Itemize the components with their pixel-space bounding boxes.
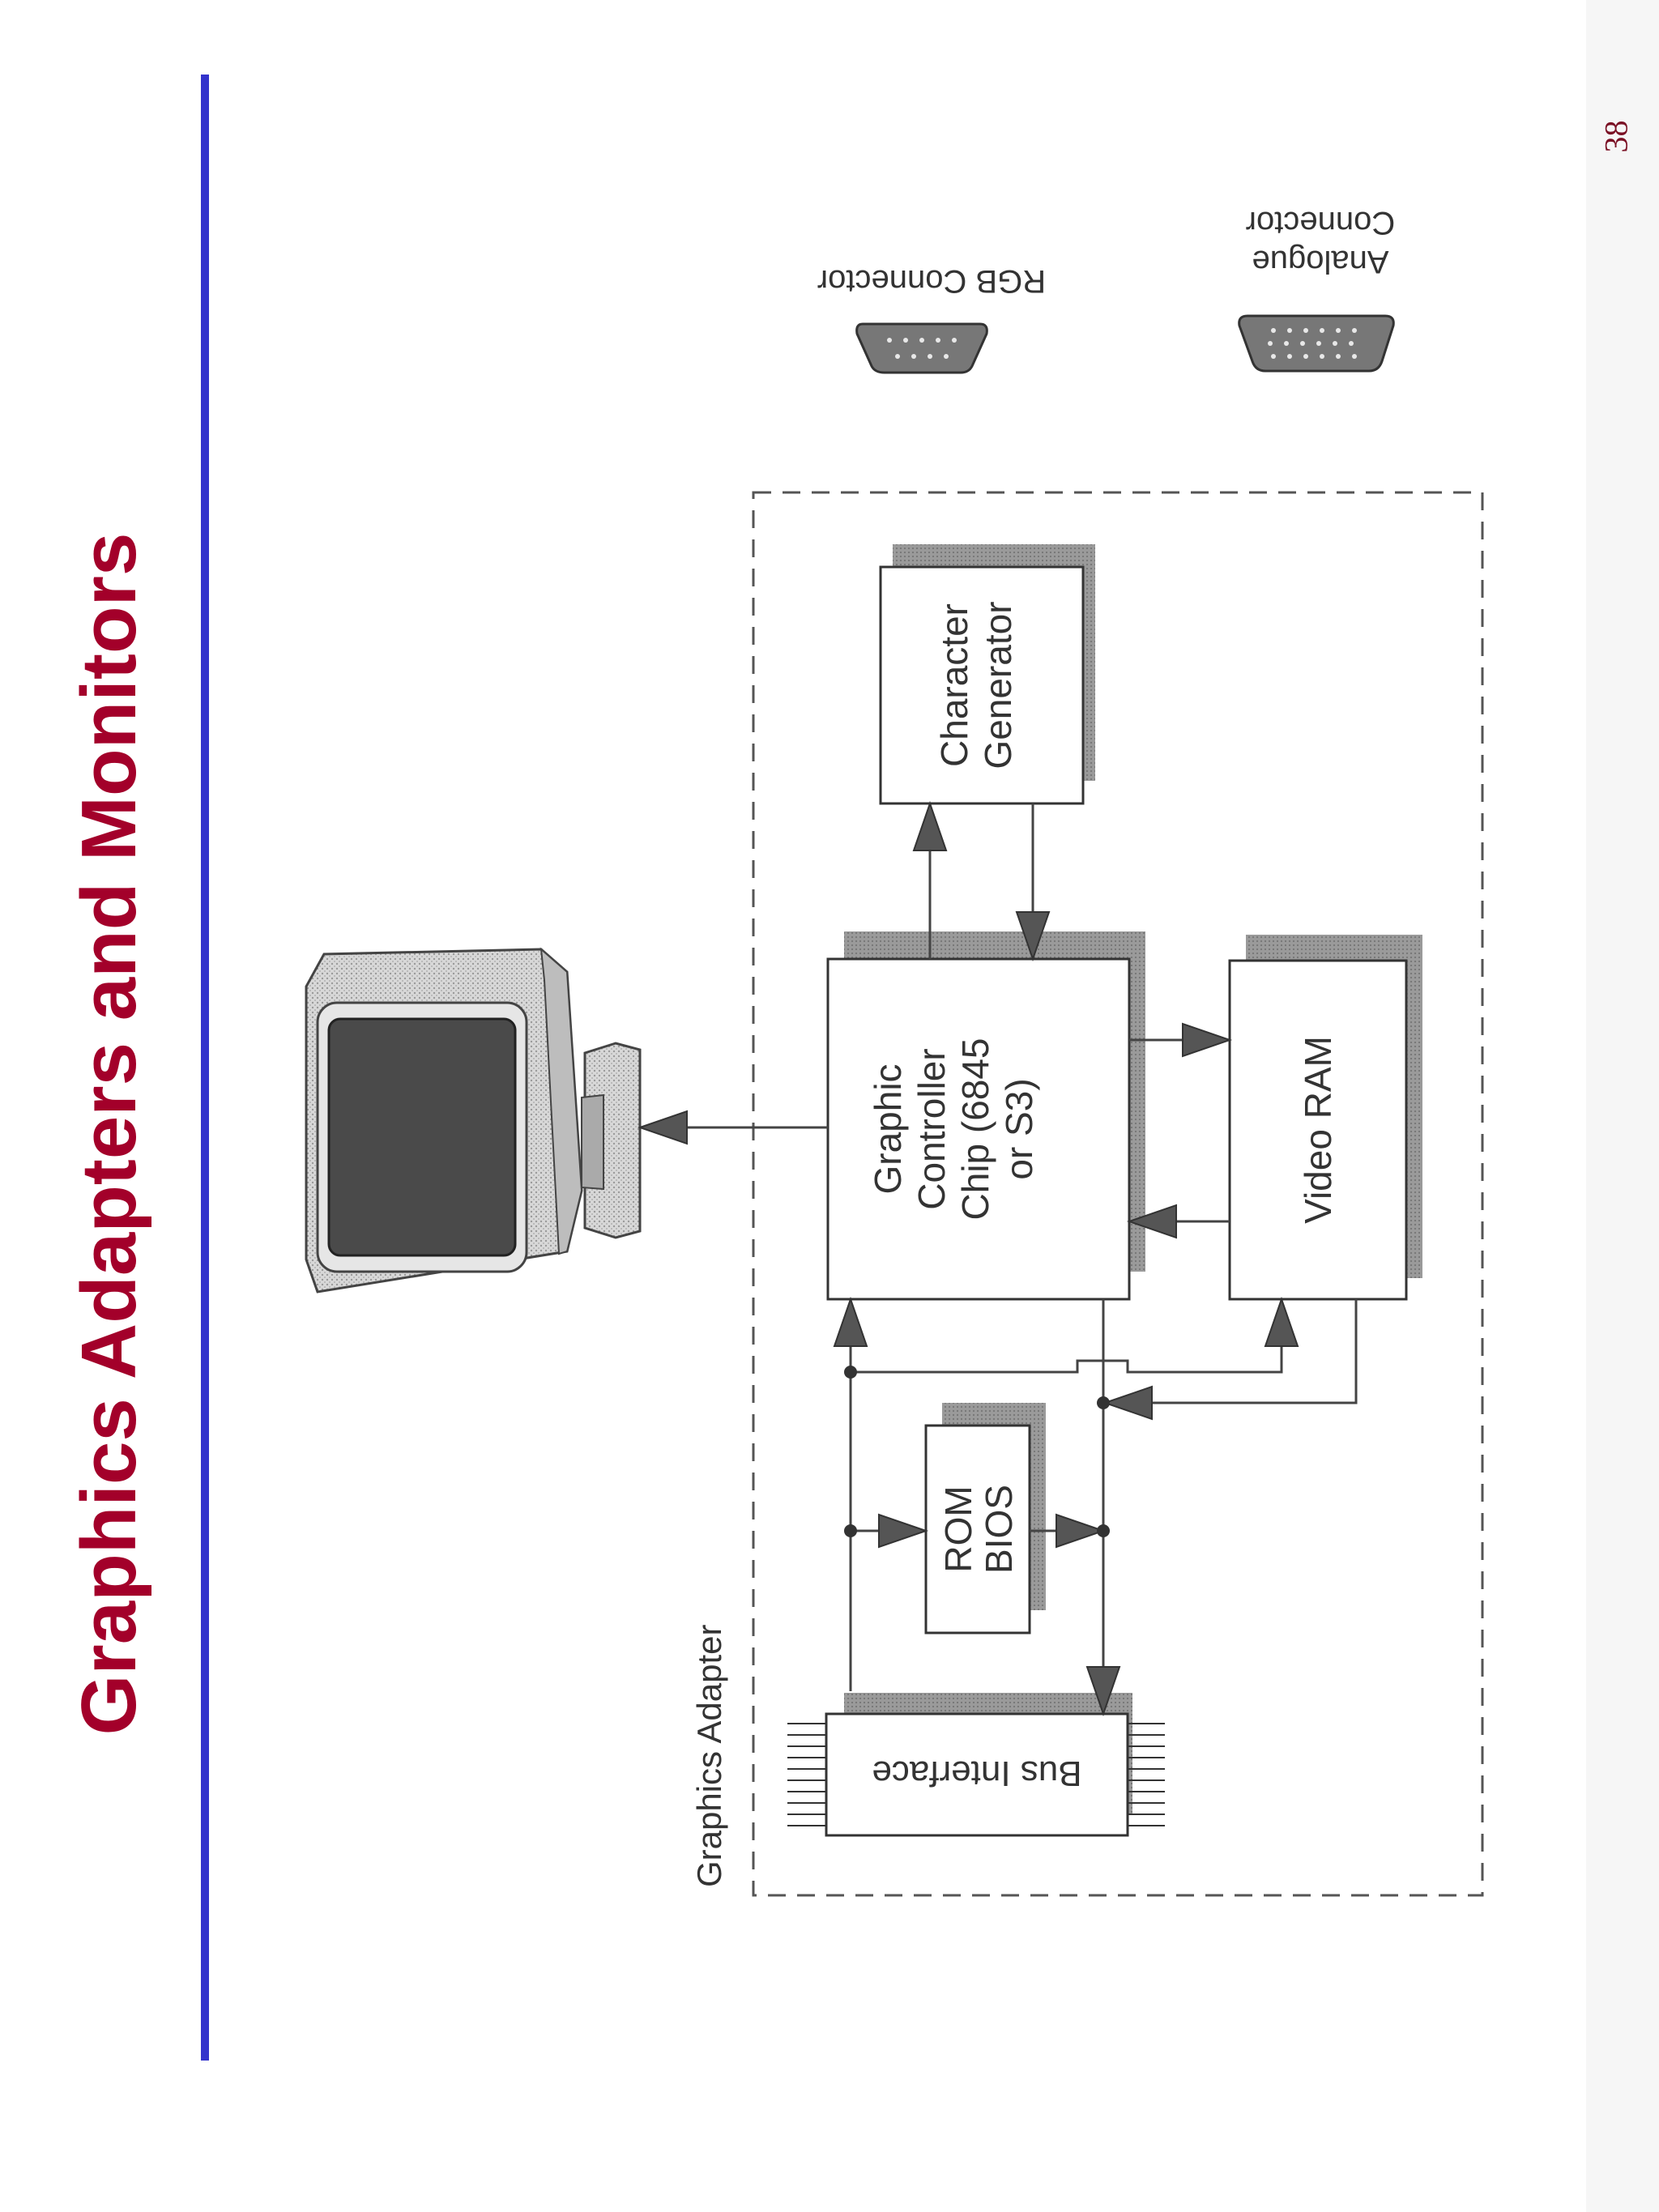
rgb-connector: RGB Connector: [817, 263, 1046, 374]
arrow-to-controller-from-vram: [1126, 1204, 1177, 1239]
arrow-to-rom: [878, 1513, 929, 1549]
analogue-connector-label-1: Analogue: [1252, 244, 1388, 279]
title-underline-rule: [201, 75, 209, 2061]
arrow-to-controller-from-bus: [833, 1296, 868, 1347]
analogue-connector: Analogue Connector: [1238, 205, 1396, 373]
arrow-to-bus-interface: [1085, 1666, 1121, 1717]
analogue-connector-label-2: Connector: [1246, 205, 1396, 241]
character-generator-label-2: Generator: [977, 601, 1019, 769]
graphics-adapter-label: Graphics Adapter: [690, 1624, 728, 1887]
graphic-controller-label-4: or S3): [998, 1078, 1040, 1179]
arrow-rom-to-databus: [1056, 1513, 1107, 1549]
bus-interface-box: [825, 1712, 1129, 1837]
arrow-vram-to-databus: [1102, 1385, 1153, 1421]
character-generator-label-1: Character: [933, 603, 975, 767]
rom-bios-box: [924, 1424, 1031, 1634]
monitor-base: [581, 1093, 604, 1191]
graphic-controller-label-1: Graphic: [867, 1063, 909, 1194]
rom-bios-label-1: ROM: [937, 1485, 979, 1572]
monitor-illustration: [305, 947, 642, 1294]
monitor-back: [539, 947, 583, 1255]
video-ram-block: Video RAM: [1228, 935, 1422, 1301]
link-vram-bus: [1150, 1299, 1358, 1404]
character-generator-box: [879, 565, 1085, 805]
connection-lines: [672, 803, 1358, 1691]
junction-dots: [844, 1366, 1110, 1537]
bus-interface-block: Bus Interface: [787, 1693, 1165, 1837]
arrowheads: [637, 800, 1299, 1717]
graphic-controller-label-3: Chip (6845: [954, 1038, 996, 1220]
character-generator-block: Character Generator: [879, 544, 1095, 805]
graphic-controller-label-2: Controller: [911, 1048, 953, 1209]
right-margin-shade: [1586, 0, 1659, 2212]
graphic-controller-box: [826, 957, 1131, 1301]
rom-bios-block: ROM BIOS: [924, 1403, 1046, 1634]
video-ram-box: [1228, 959, 1408, 1301]
monitor-screen: [327, 1017, 517, 1257]
graphics-adapter-boundary: [752, 491, 1484, 1897]
rom-bios-label-2: BIOS: [978, 1485, 1020, 1574]
rgb-connector-label: RGB Connector: [817, 263, 1046, 299]
arrow-to-vram: [1182, 1022, 1233, 1058]
graphic-controller-block: Graphic Controller Chip (6845 or S3): [826, 931, 1145, 1301]
arrow-to-vram-from-bus: [1264, 1296, 1299, 1347]
rgb-connector-shell: [855, 322, 988, 374]
arrow-to-controller-from-chargen: [1015, 911, 1051, 962]
arrow-to-chargen: [912, 800, 948, 851]
arrow-to-monitor: [637, 1110, 688, 1145]
link-bus-vram: [851, 1336, 1283, 1374]
bus-interface-label: Bus Interface: [872, 1754, 1081, 1793]
bus-interface-pins-right: [1128, 1723, 1165, 1826]
bus-interface-pins-left: [787, 1723, 826, 1826]
video-ram-label: Video RAM: [1297, 1036, 1339, 1224]
